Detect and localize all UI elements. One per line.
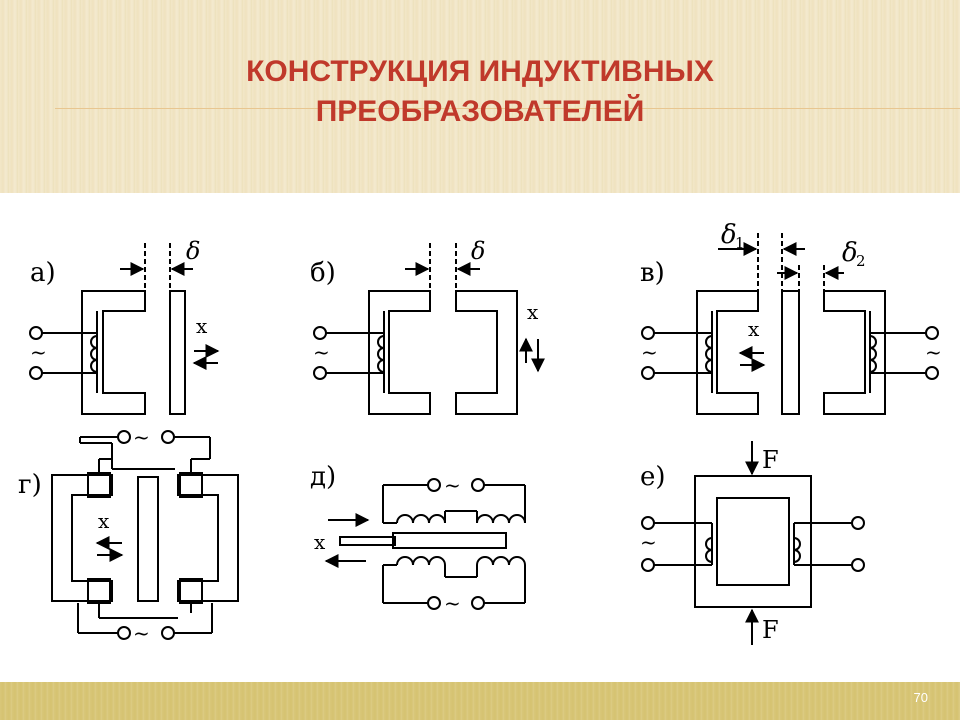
panel-e-terminal xyxy=(641,558,655,572)
panel-g-terminal xyxy=(161,430,175,444)
panel-v-core-left xyxy=(696,290,759,415)
panel-g-coil xyxy=(87,578,111,604)
panel-v-label: в) xyxy=(640,258,665,288)
panel-d-ac-symbol-bottom: ~ xyxy=(444,591,461,615)
panel-d: д) ~ x ~ xyxy=(310,462,526,615)
panel-e-terminal xyxy=(851,516,865,530)
panel-e-core-window xyxy=(716,497,790,586)
panel-g-terminal xyxy=(161,626,175,640)
panel-a-winding xyxy=(90,335,98,373)
panel-a-gap-symbol: δ xyxy=(186,237,200,265)
panel-d-terminal xyxy=(427,596,441,610)
panel-e-force-label-top: F xyxy=(762,446,779,474)
panel-d-plunger xyxy=(339,536,396,546)
panel-g-coil xyxy=(87,472,111,498)
panel-b-core-right xyxy=(455,290,518,415)
title-line-2: ПРЕОБРАЗОВАТЕЛЕЙ xyxy=(315,95,645,128)
panel-b: б) δ ~ x xyxy=(310,237,545,415)
panel-b-gap-symbol: δ xyxy=(471,237,485,265)
panel-d-ac-symbol-top: ~ xyxy=(444,473,461,497)
panel-d-terminal xyxy=(471,478,485,492)
slide-title: КОНСТРУКЦИЯ ИНДУКТИВНЫХ ПРЕОБРАЗОВАТЕЛЕЙ xyxy=(140,52,820,132)
panel-e-ac-symbol: ~ xyxy=(640,530,657,554)
panel-a-armature xyxy=(169,290,186,415)
page-number: 70 xyxy=(913,690,928,705)
panel-d-terminal xyxy=(471,596,485,610)
panel-g-terminal xyxy=(117,626,131,640)
panel-e-terminal xyxy=(641,516,655,530)
panel-a-terminal xyxy=(29,326,43,340)
panel-d-coil-top-right xyxy=(476,514,526,524)
panel-g-label: г) xyxy=(18,470,42,500)
panel-e: е) ~ F F xyxy=(640,441,865,645)
footer-bar xyxy=(0,682,960,720)
panel-b-terminal xyxy=(313,326,327,340)
panel-d-coil-bottom-left xyxy=(396,556,446,566)
panel-g-core-right xyxy=(177,474,239,602)
panel-v-winding-left xyxy=(705,335,713,373)
panel-b-motion-label: x xyxy=(527,300,539,324)
panel-v-motion-label: x xyxy=(748,317,760,341)
panel-v-core-right xyxy=(823,290,886,415)
panel-e-core-outer xyxy=(694,475,812,608)
diagram-panel: а) δ ~ x б) δ xyxy=(0,193,960,682)
panel-g-core-left xyxy=(51,474,113,602)
title-line-1: КОНСТРУКЦИЯ ИНДУКТИВНЫХ xyxy=(246,55,714,88)
panel-d-motion-label: x xyxy=(314,530,326,554)
panel-g-coil xyxy=(179,472,203,498)
panel-v-gap1-symbol: δ xyxy=(721,220,737,250)
panel-g-coil xyxy=(179,578,203,604)
panel-g-motion-label: x xyxy=(98,509,110,533)
panel-g: г) ~ ~ x xyxy=(18,425,239,645)
panel-b-terminal xyxy=(313,366,327,380)
panel-v-ac-symbol-right: ~ xyxy=(925,340,942,364)
panel-a-ac-symbol: ~ xyxy=(30,340,47,364)
panel-d-core xyxy=(392,532,507,549)
panel-v: в) δ 1 δ 2 ~ ~ x xyxy=(640,220,942,415)
panel-b-core-left xyxy=(368,290,431,415)
panel-v-terminal xyxy=(641,326,655,340)
panel-e-winding-left xyxy=(705,537,713,563)
panel-v-gap2-symbol: δ xyxy=(842,238,858,268)
transducer-diagrams: а) δ ~ x б) δ xyxy=(18,220,942,645)
panel-g-ac-symbol-top: ~ xyxy=(133,425,150,449)
panel-g-terminal xyxy=(117,430,131,444)
panel-b-winding xyxy=(377,335,385,373)
panel-a: а) δ ~ x xyxy=(29,237,220,415)
panel-a-core xyxy=(81,290,146,415)
panel-d-label: д) xyxy=(310,462,336,492)
panel-g-ac-symbol-bottom: ~ xyxy=(133,621,150,645)
panel-v-winding-right xyxy=(869,335,877,373)
panel-b-ac-symbol: ~ xyxy=(313,340,330,364)
panel-v-terminal xyxy=(925,366,939,380)
panel-e-winding-right xyxy=(793,537,801,563)
panel-v-ac-symbol-left: ~ xyxy=(641,340,658,364)
panel-b-label: б) xyxy=(310,258,336,288)
panel-g-armature xyxy=(137,476,159,602)
panel-v-armature xyxy=(781,290,800,415)
panel-v-gap2-subscript: 2 xyxy=(856,252,866,270)
panel-e-label: е) xyxy=(640,462,666,492)
panel-d-terminal xyxy=(427,478,441,492)
panel-d-coil-bottom-right xyxy=(476,556,526,566)
panel-d-coil-top-left xyxy=(396,514,446,524)
panel-v-terminal xyxy=(641,366,655,380)
title-divider xyxy=(55,108,960,109)
panel-v-terminal xyxy=(925,326,939,340)
panel-a-terminal xyxy=(29,366,43,380)
panel-e-force-label-bottom: F xyxy=(762,616,779,644)
panel-v-gap1-subscript: 1 xyxy=(735,234,745,252)
panel-a-label: а) xyxy=(30,258,56,288)
panel-a-motion-label: x xyxy=(196,314,208,338)
panel-e-terminal xyxy=(851,558,865,572)
